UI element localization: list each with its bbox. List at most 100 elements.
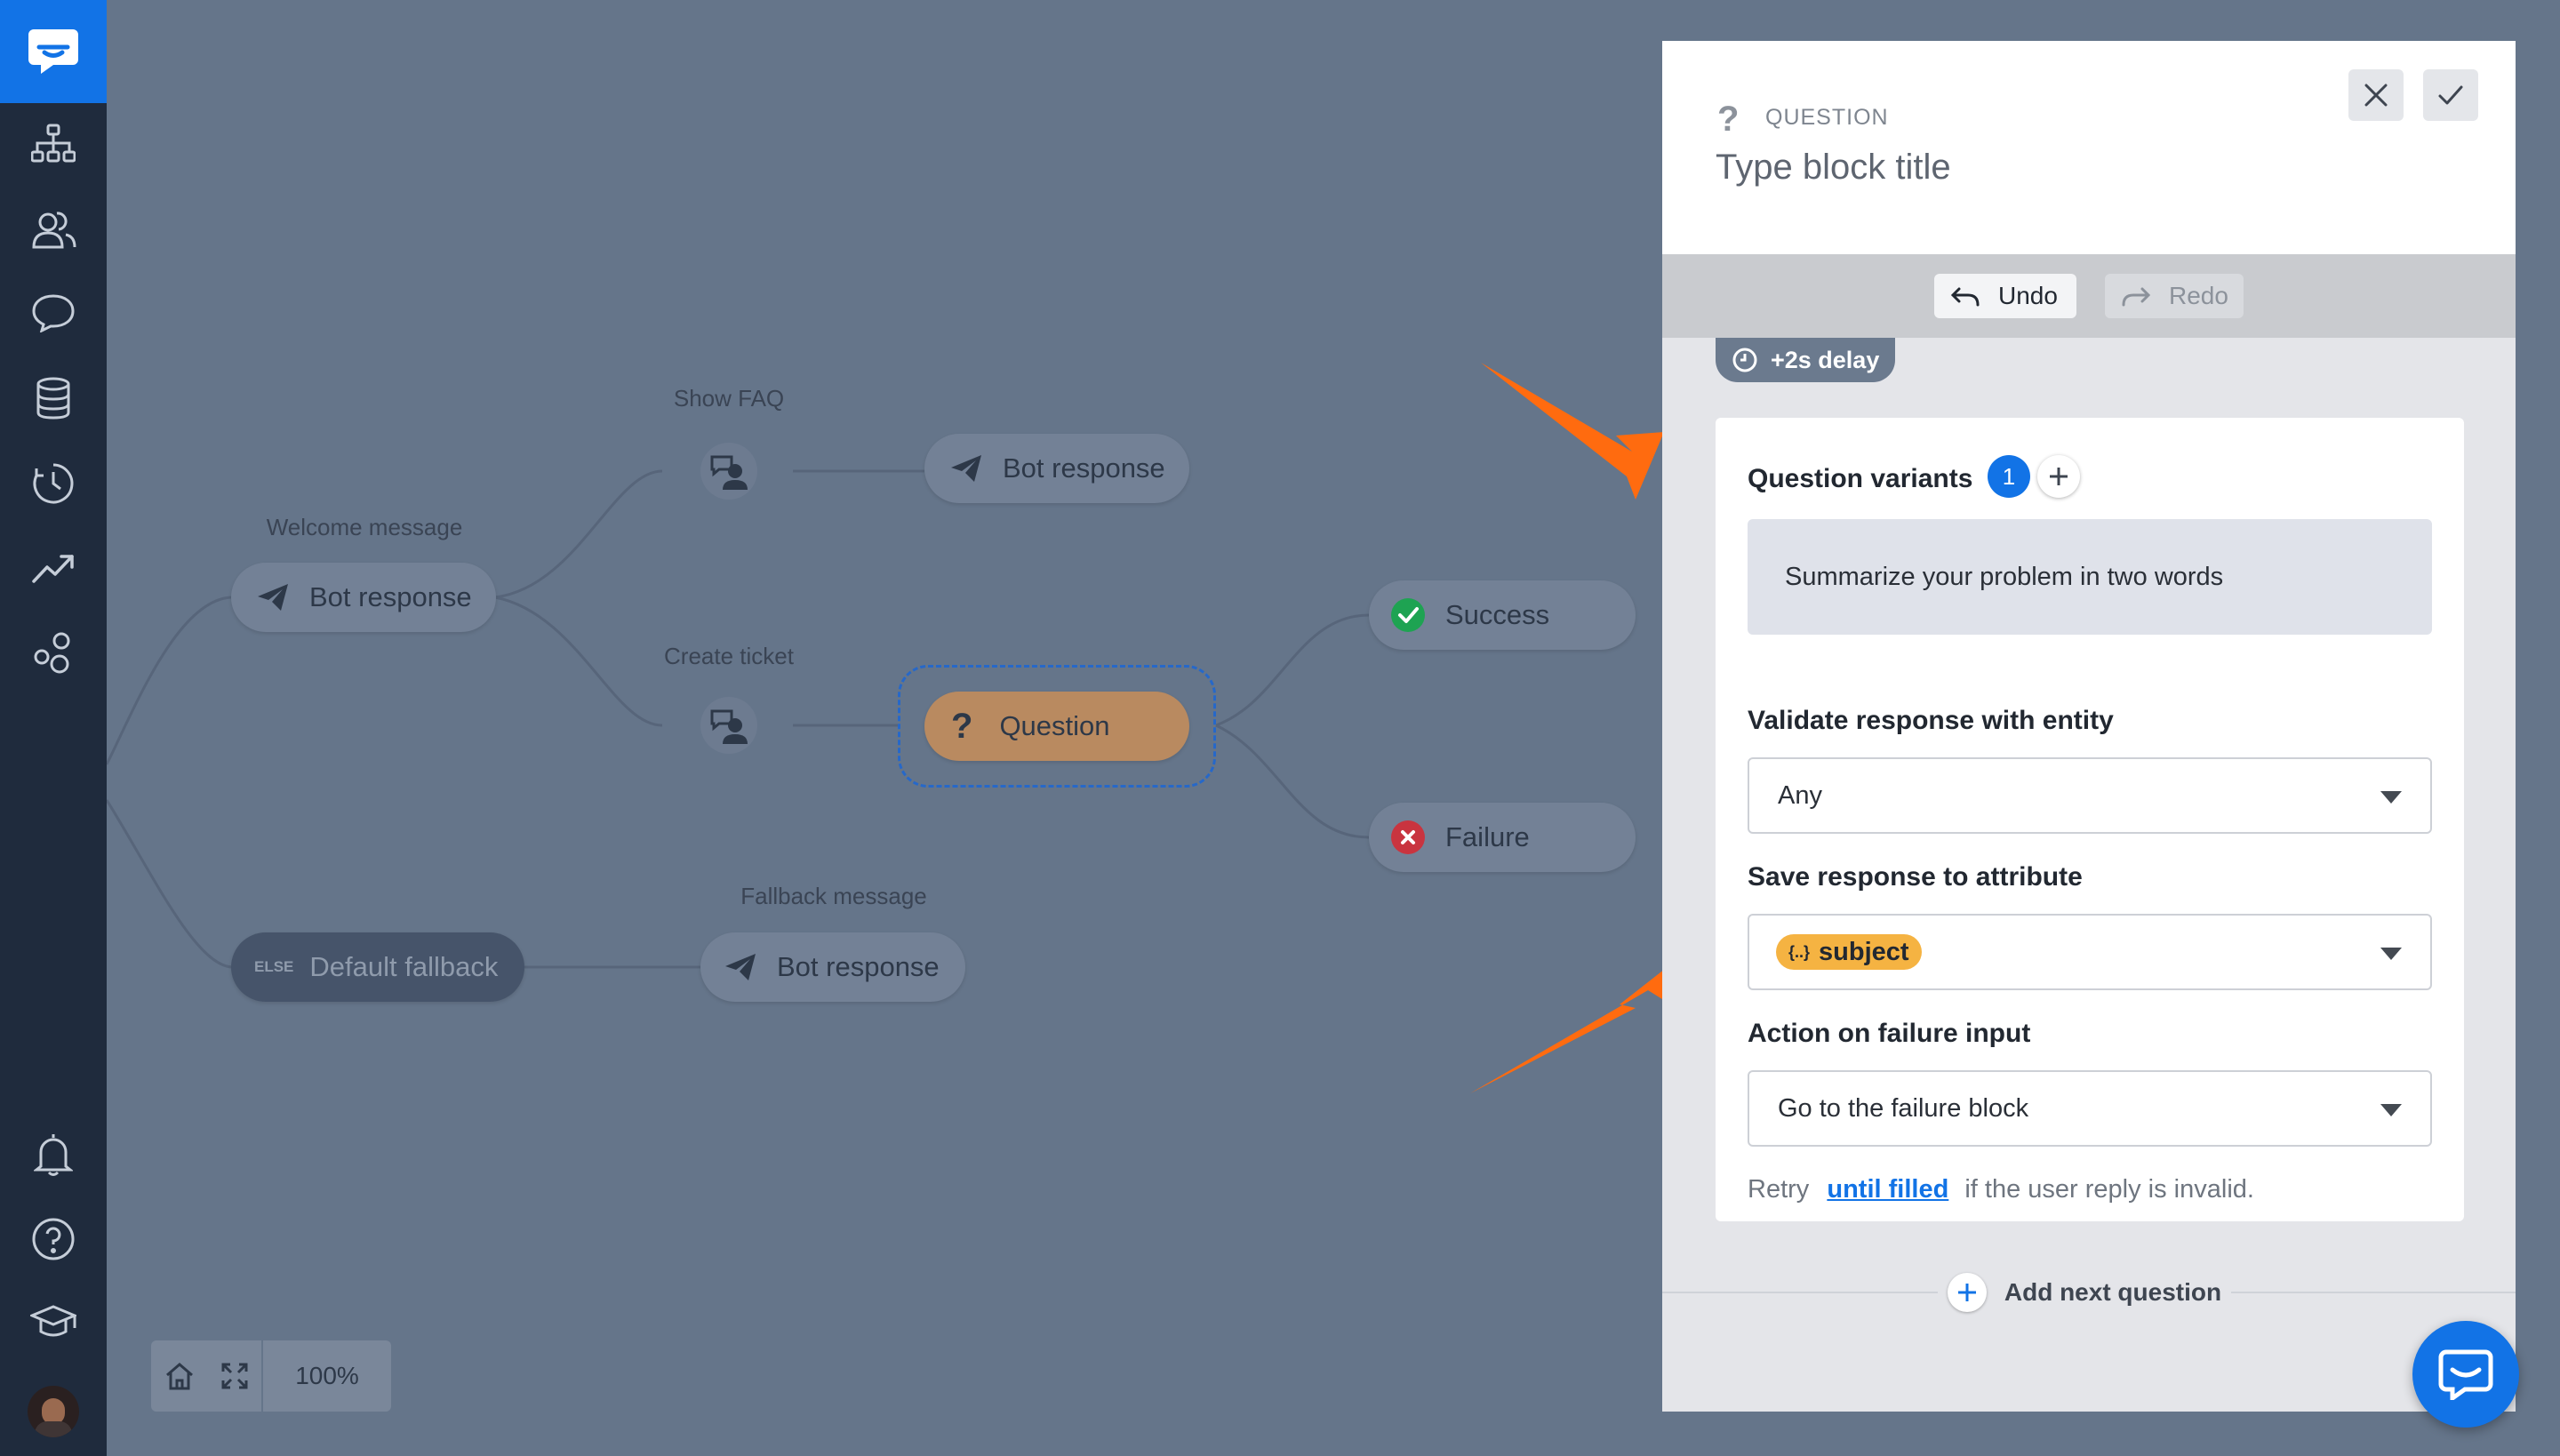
node-failure[interactable]: Failure (1369, 803, 1636, 872)
flow-connectors (107, 469, 1370, 969)
redo-button[interactable]: Redo (2105, 274, 2244, 318)
sidebar-item-academy[interactable] (0, 1287, 107, 1358)
history-toolbar (1662, 254, 2516, 338)
users-icon (32, 212, 76, 249)
failure-action-select[interactable]: Go to the failure block (1748, 1070, 2432, 1147)
chat-widget-icon (2438, 1349, 2493, 1400)
sidebar-item-notifications[interactable] (0, 1118, 107, 1189)
node-label: Bot response (1003, 452, 1165, 484)
app-logo[interactable] (0, 0, 107, 103)
attribute-braces-icon: {..} (1788, 942, 1811, 961)
add-variant-button[interactable] (2037, 455, 2080, 498)
panel-header: ? QUESTION Type block title (1662, 41, 2516, 254)
retry-suffix: if the user reply is invalid. (1964, 1175, 2254, 1204)
node-faq-bot-response[interactable]: Bot response (924, 434, 1189, 503)
zoom-level[interactable]: 100% (295, 1362, 359, 1389)
add-next-question-button[interactable]: Add next question (1938, 1269, 2231, 1316)
validate-entity-select[interactable]: Any (1748, 757, 2432, 834)
avatar (28, 1386, 79, 1437)
delay-label: +2s delay (1771, 346, 1880, 373)
retry-info: Retry until filled if the user reply is … (1748, 1175, 2254, 1204)
history-clock-icon (33, 463, 74, 504)
until-filled-link[interactable]: until filled (1827, 1175, 1949, 1204)
sidebar-item-chats[interactable] (0, 277, 107, 348)
label-create-ticket: Create ticket (664, 643, 794, 669)
fit-screen-button[interactable] (208, 1340, 261, 1412)
attribute-chip: {..} subject (1776, 934, 1922, 970)
block-type-label: QUESTION (1765, 105, 1889, 130)
sidebar-item-integrations[interactable] (0, 617, 107, 688)
node-show-faq[interactable] (700, 443, 757, 500)
paper-plane-icon (256, 582, 290, 612)
sidebar (0, 0, 107, 1456)
org-chart-icon (31, 124, 76, 163)
expand-icon (221, 1363, 248, 1389)
save-attribute-select[interactable]: {..} subject (1748, 914, 2432, 990)
annotation-arrows (1470, 363, 1710, 1093)
question-variants-label: Question variants (1748, 464, 1973, 493)
help-icon (32, 1218, 75, 1260)
graduation-cap-icon (30, 1305, 76, 1337)
attribute-chip-label: subject (1819, 937, 1909, 966)
plus-circle-icon (1947, 1273, 1987, 1312)
sidebar-item-data[interactable] (0, 363, 107, 434)
block-settings-panel: ? QUESTION Type block title Undo Redo +2… (1662, 41, 2516, 1412)
else-tag: ELSE (254, 958, 294, 975)
label-fallback-message: Fallback message (740, 883, 927, 909)
sidebar-item-help[interactable] (0, 1204, 107, 1275)
chevron-down-icon (2380, 948, 2402, 960)
agent-handoff-icon (710, 455, 748, 490)
zoom-controls: 100% (151, 1340, 391, 1412)
node-default-fallback[interactable]: ELSE Default fallback (231, 932, 524, 1002)
node-label: Bot response (777, 951, 940, 982)
error-circle-icon (1390, 820, 1426, 855)
sidebar-item-profile[interactable] (0, 1376, 107, 1447)
sidebar-item-audience[interactable] (0, 194, 107, 265)
confirm-button[interactable] (2423, 69, 2478, 121)
check-icon (2438, 85, 2463, 105)
paper-plane-icon (949, 453, 983, 484)
failure-action-label: Action on failure input (1748, 1019, 2031, 1048)
sidebar-item-history[interactable] (0, 448, 107, 519)
node-label: Failure (1445, 821, 1530, 852)
sidebar-item-reports[interactable] (0, 532, 107, 603)
select-value: Any (1778, 780, 1822, 810)
database-icon (36, 377, 70, 420)
node-success[interactable]: Success (1369, 580, 1636, 650)
undo-button[interactable]: Undo (1934, 274, 2076, 318)
delay-badge[interactable]: +2s delay (1716, 338, 1895, 382)
selected-node-outline (898, 665, 1216, 788)
node-create-ticket[interactable] (700, 697, 757, 754)
trend-up-icon (32, 555, 74, 583)
close-button[interactable] (2348, 69, 2404, 121)
add-next-question-label: Add next question (2004, 1278, 2222, 1306)
chat-logo-icon (28, 29, 78, 74)
undo-icon (1950, 287, 1980, 307)
paper-plane-icon (724, 952, 757, 982)
question-type-icon: ? (1717, 100, 1740, 139)
label-welcome-message: Welcome message (266, 514, 463, 540)
question-variant-text[interactable]: Summarize your problem in two words (1748, 519, 2432, 635)
node-welcome-bot-response[interactable]: Bot response (231, 563, 496, 632)
bell-icon (34, 1134, 73, 1176)
variants-count-badge: 1 (1988, 455, 2030, 498)
chat-widget-button[interactable] (2412, 1321, 2519, 1428)
node-label: Bot response (309, 581, 472, 612)
node-fallback-bot-response[interactable]: Bot response (700, 932, 965, 1002)
integrations-icon (34, 632, 70, 674)
select-value: Go to the failure block (1778, 1093, 2029, 1123)
chevron-down-icon (2380, 791, 2402, 804)
home-icon (166, 1363, 193, 1390)
validate-label: Validate response with entity (1748, 706, 2114, 735)
label-show-faq: Show FAQ (673, 385, 785, 412)
arrow-to-question-variants (1481, 363, 1664, 500)
check-circle-icon (1390, 597, 1426, 633)
home-view-button[interactable] (151, 1340, 208, 1412)
node-label: Default fallback (309, 951, 499, 982)
redo-label: Redo (2169, 282, 2228, 309)
question-mark-icon: ? (951, 706, 973, 746)
sidebar-item-chatbots[interactable] (0, 108, 107, 180)
clock-icon (1732, 348, 1757, 372)
block-title-input[interactable]: Type block title (1716, 148, 1951, 187)
node-question[interactable]: ? Question (924, 692, 1189, 761)
